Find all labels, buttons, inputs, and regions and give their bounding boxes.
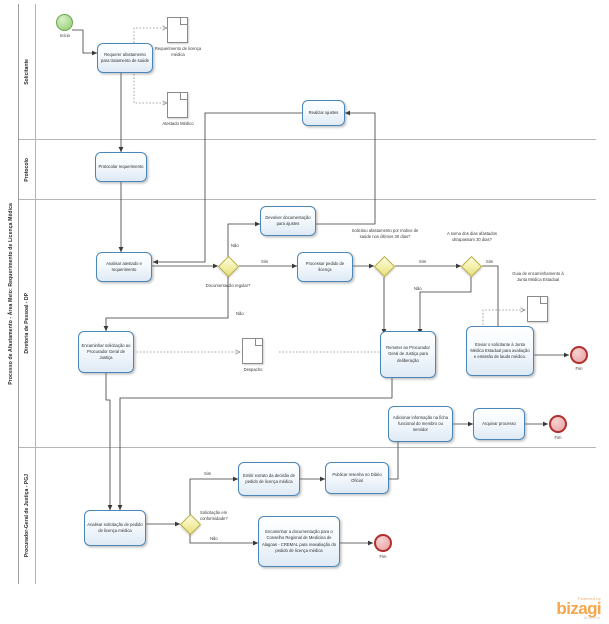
task-adicionar-informacao-ficha[interactable]: Adicionar informação na ficha funcional … (388, 406, 453, 442)
task-arquivar-processo[interactable]: Arquivar processo (473, 408, 525, 440)
flow-label-g4-sim: Sim (204, 471, 212, 476)
gateway-solicitou-afastamento-label: Solicitou afastamento por motivo de saúd… (351, 228, 419, 240)
document-guia-encaminhamento[interactable] (527, 296, 548, 322)
task-encaminhar-solicitacao-pgj[interactable]: Encaminhar solicitação ao Procurador Ger… (78, 331, 134, 373)
task-realizar-ajustes[interactable]: Realizar ajustes (302, 100, 345, 126)
flow-label-g3-sim: Sim (486, 259, 494, 264)
document-requerimento-licenca-label: Requerimento de licença médica (154, 46, 202, 57)
task-devolver-documentacao[interactable]: Devolver documentação para ajustes (260, 206, 316, 236)
task-requerer-afastamento[interactable]: Requerer afastamento para tratamento de … (97, 43, 153, 73)
lane-label-protocolo: Protocolo (19, 140, 36, 199)
task-analisar-atestado[interactable]: Analisar atestado e requerimento (96, 252, 152, 282)
bizagi-product-label: Modeler (583, 615, 601, 620)
flow-label-g3-nao: Não (414, 286, 422, 291)
end-event-pgj[interactable] (374, 534, 392, 552)
flow-label-g4-nao: Não (210, 536, 218, 541)
flow-label-g2-sim: Sim (419, 259, 427, 264)
start-event[interactable] (56, 14, 73, 31)
end-event-pgj-label: Fim (379, 554, 387, 559)
lane-label-solicitante: Solicitante (19, 4, 36, 139)
task-publicar-resenha-diario[interactable]: Publicar resenha no Diário Oficial (325, 462, 389, 494)
document-guia-encaminhamento-label: Guia de encaminhamento à Junta Médica Es… (512, 271, 564, 282)
gateway-soma-dias-label: A soma dos dias afastados ultrapassam 30… (446, 231, 498, 243)
end-event-dp-1[interactable] (570, 346, 588, 364)
document-despacho-label: Despacho (243, 367, 263, 372)
lane-label-protocolo-text: Protocolo (24, 157, 30, 182)
doc-fold-icon (255, 339, 262, 346)
flow-label-g1-nao: Não (231, 243, 239, 248)
bizagi-logo: Powered by bizagi Modeler (556, 596, 601, 620)
end-event-dp-2-label: Fim (554, 435, 562, 440)
flow-label-g1-sim: Sim (261, 259, 269, 264)
doc-fold-icon (180, 93, 187, 100)
document-atestado-medico-label: Atestado Médico (162, 121, 194, 126)
doc-fold-icon (180, 18, 187, 25)
end-event-dp-1-label: Fim (575, 366, 583, 371)
task-remeter-pgj-deliberacao[interactable]: Remeter ao Procurador Geral de Justiça p… (380, 331, 436, 378)
start-event-label: Início (59, 33, 70, 38)
pool-title-text: Processo de Afastamento - Área Meio: Req… (8, 203, 14, 385)
task-processar-pedido[interactable]: Processar pedido de licença (297, 252, 353, 282)
task-protocolar-requerimento[interactable]: Protocolar requerimento (95, 152, 147, 182)
task-emitir-extrato-decisao[interactable]: Emitir extrato da decisão de pedido de l… (238, 462, 300, 496)
document-despacho[interactable] (242, 338, 263, 364)
lane-label-pgj-text: Procurador-Geral de Justiça - PGJ (24, 474, 30, 558)
task-analisar-solicitacao-licenca[interactable]: Analisar solicitação de pedido de licenç… (84, 510, 146, 546)
pool-title: Processo de Afastamento - Área Meio: Req… (4, 4, 19, 584)
task-encaminhar-cremal[interactable]: Encaminhar a documentação para o Conselh… (258, 516, 340, 567)
lane-label-solicitante-text: Solicitante (24, 58, 30, 85)
gateway-documentacao-regular-label: Documentação regular? (205, 283, 251, 288)
end-event-dp-2[interactable] (549, 415, 567, 433)
gateway-solicitacao-conformidade-label: Solicitação em conformidade? (200, 510, 228, 522)
powered-by-label: Powered by (577, 595, 601, 601)
document-atestado-medico[interactable] (167, 92, 188, 118)
document-requerimento-licenca[interactable] (167, 17, 188, 43)
doc-fold-icon (540, 297, 547, 304)
lane-label-dp: Diretoria de Pessoal - DP (19, 200, 36, 447)
lane-label-pgj: Procurador-Geral de Justiça - PGJ (19, 448, 36, 584)
bizagi-wordmark: bizagi (556, 598, 601, 618)
lane-label-dp-text: Diretoria de Pessoal - DP (24, 293, 30, 354)
flow-label-g2-nao: Não (236, 311, 244, 316)
task-enviar-junta-medica[interactable]: Enviar o solicitante à Junta Médica Esta… (466, 326, 534, 376)
